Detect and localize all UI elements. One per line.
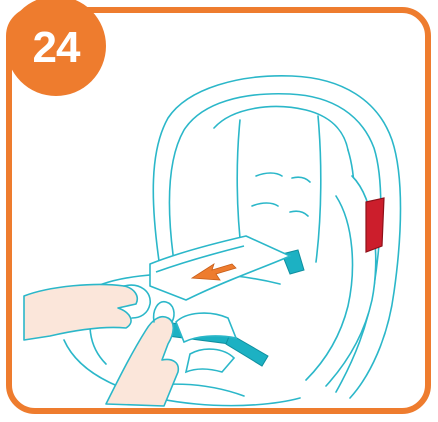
release-tab [366, 198, 384, 252]
step-number: 24 [10, 22, 102, 74]
